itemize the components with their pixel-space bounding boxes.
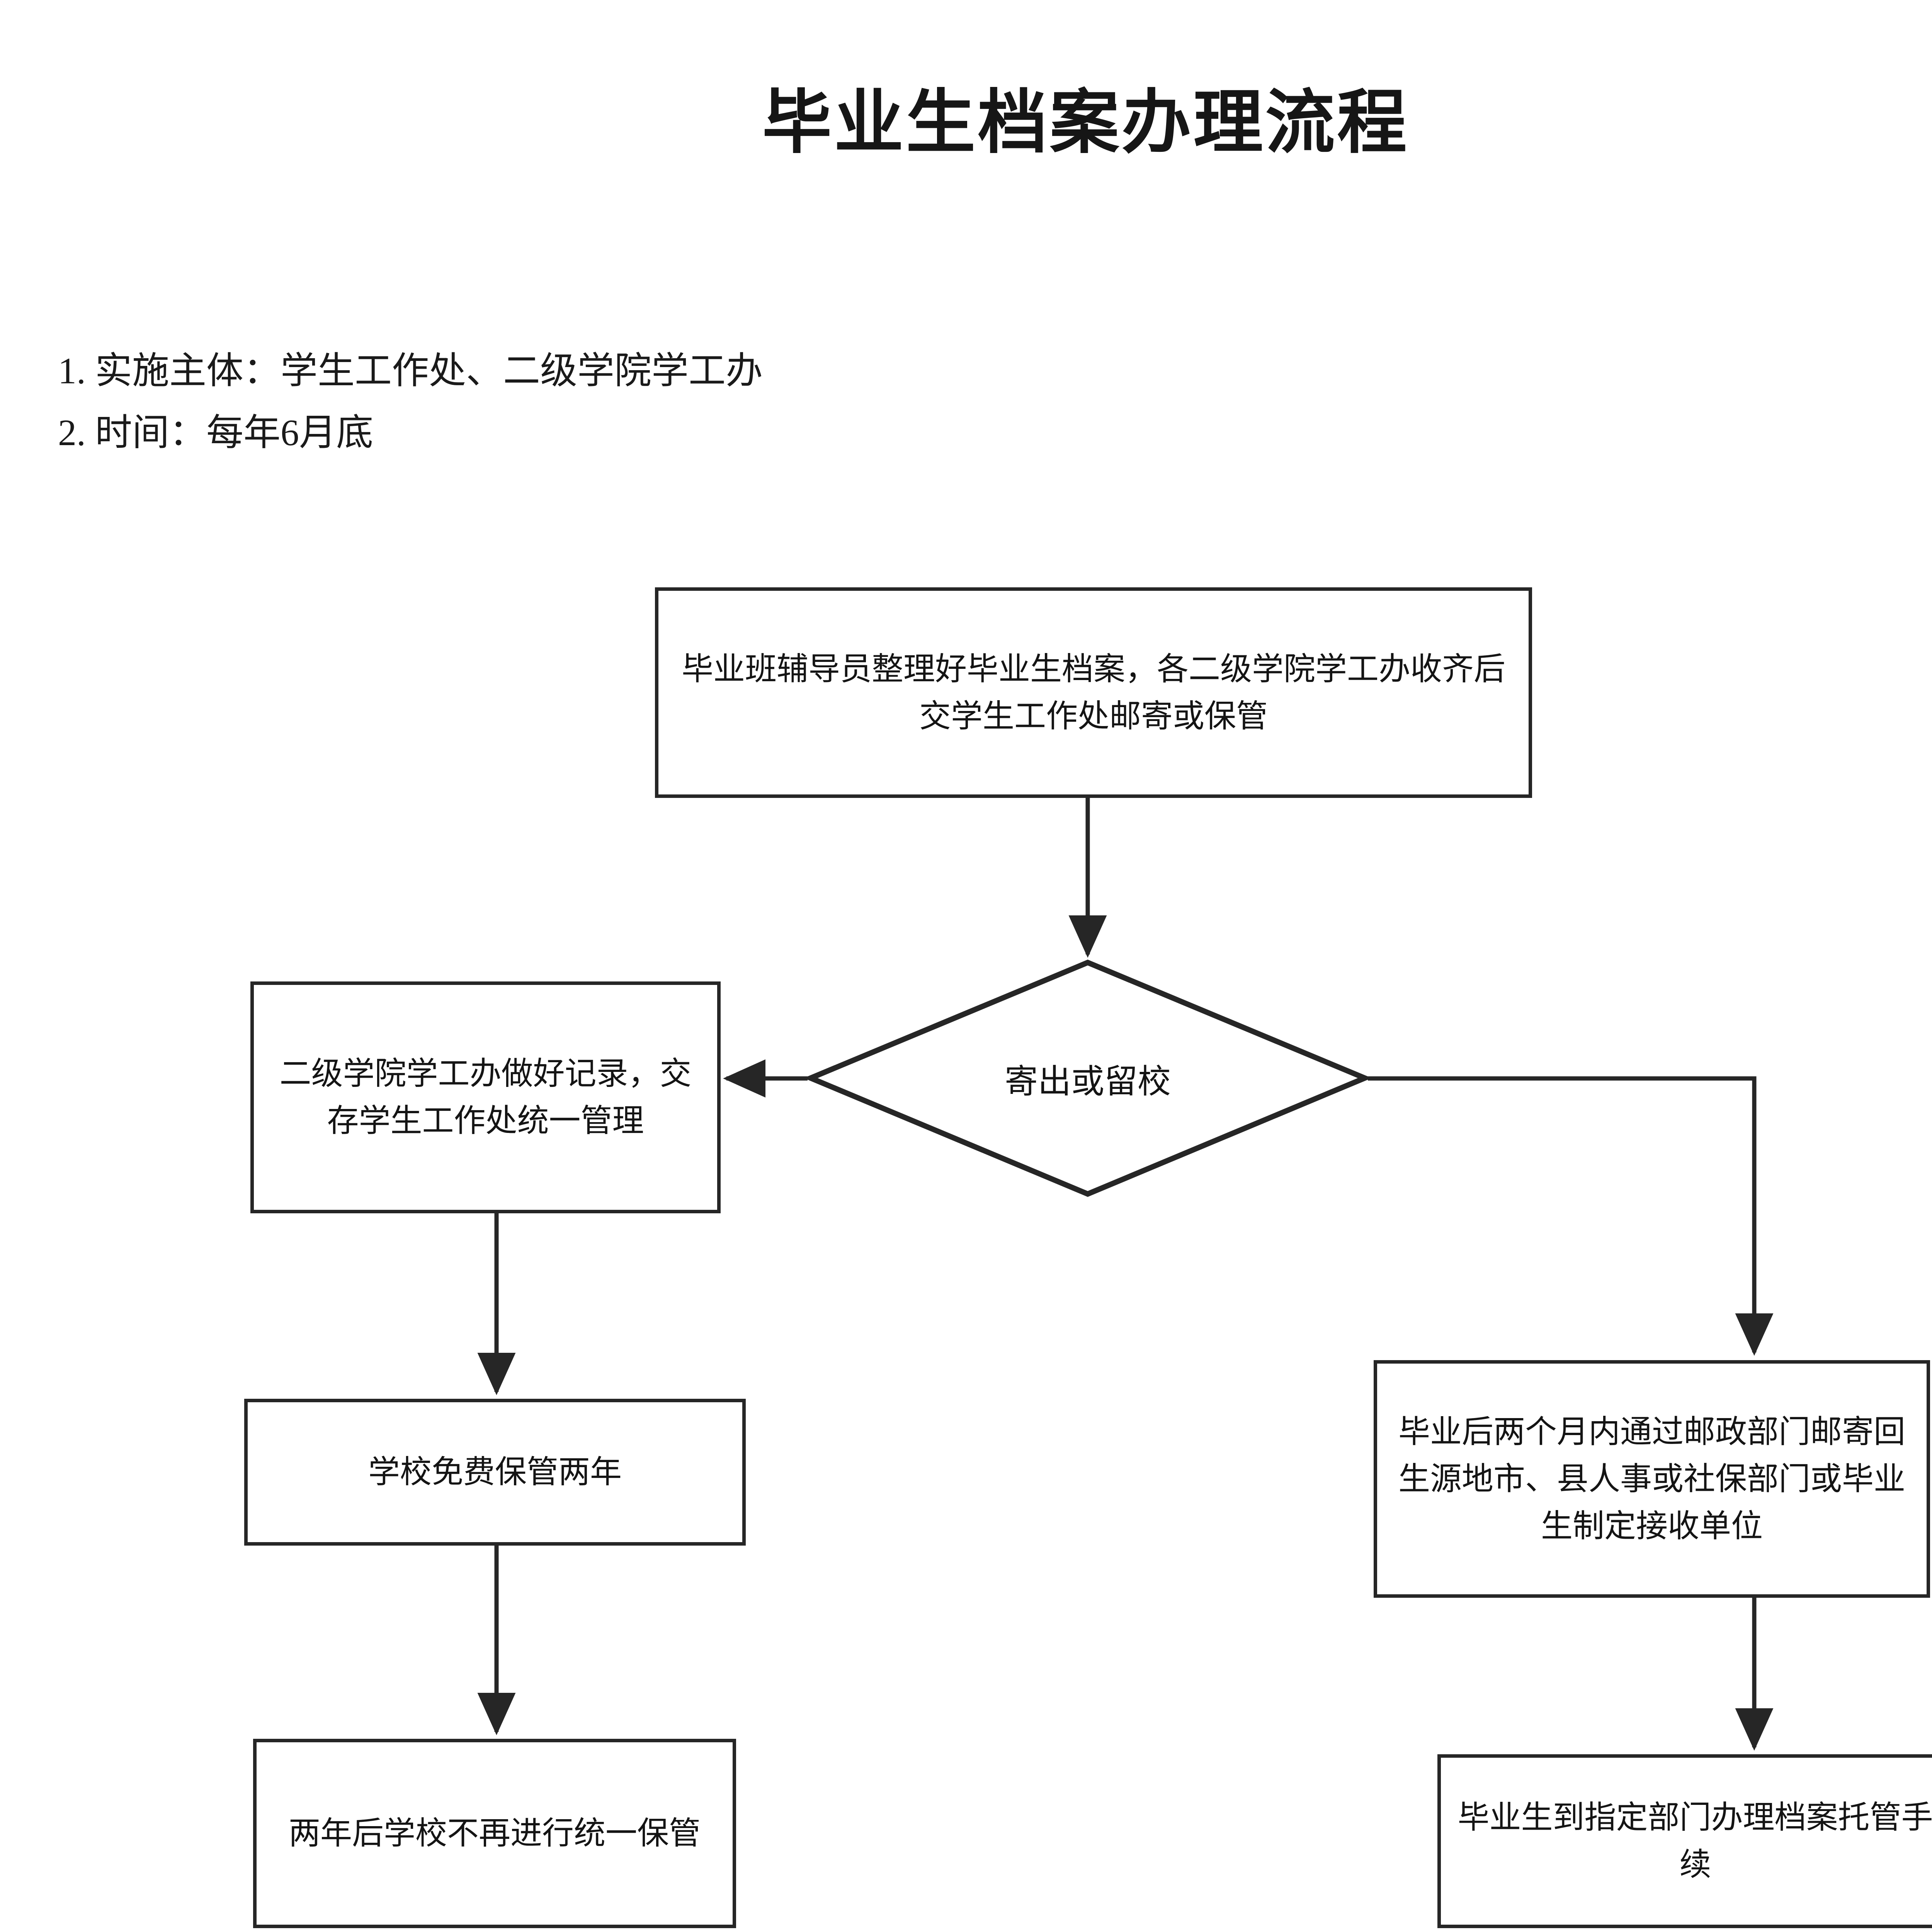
node-free-storage-two-years-label: 学校免费保管两年 (368, 1454, 622, 1490)
page-title: 毕业生档案办理流程 (762, 84, 1409, 162)
node-mail-to-hometown[interactable]: 毕业后两个月内通过邮政部门邮寄回生源地市、县人事或社保部门或毕业生制定接收单位 (1374, 1360, 1930, 1598)
node-decision-send-or-keep-label: 寄出或留校 (1005, 1063, 1171, 1100)
diamond-shape (808, 959, 1368, 1197)
node-mail-to-hometown-label: 毕业后两个月内通过邮政部门邮寄回生源地市、县人事或社保部门或毕业生制定接收单位 (1398, 1414, 1905, 1544)
node-record-and-store[interactable]: 二级学院学工办做好记录，交存学生工作处统一管理 (250, 981, 721, 1213)
node-collect-archives-label: 毕业班辅导员整理好毕业生档案，各二级学院学工办收齐后交学生工作处邮寄或保管 (681, 651, 1505, 734)
note-line-subject: 1. 实施主体：学生工作处、二级学院学工办 (58, 350, 763, 391)
note-line-time: 2. 时间：每年6月底 (58, 412, 373, 453)
node-collect-archives[interactable]: 毕业班辅导员整理好毕业生档案，各二级学院学工办收齐后交学生工作处邮寄或保管 (655, 587, 1532, 798)
node-free-storage-two-years[interactable]: 学校免费保管两年 (244, 1399, 746, 1546)
node-graduate-handover-procedures-label: 毕业生到指定部门办理档案托管手续 (1458, 1800, 1932, 1882)
notes-block: 1. 实施主体：学生工作处、二级学院学工办 2. 时间：每年6月底 (58, 340, 763, 464)
node-graduate-handover-procedures[interactable]: 毕业生到指定部门办理档案托管手续 (1437, 1754, 1932, 1928)
node-after-two-years-no-storage[interactable]: 两年后学校不再进行统一保管 (253, 1739, 736, 1928)
node-decision-send-or-keep[interactable]: 寄出或留校 (808, 959, 1368, 1197)
edge-decision-to-mail (1368, 1076, 1774, 1356)
node-after-two-years-no-storage-label: 两年后学校不再进行统一保管 (288, 1816, 701, 1851)
node-record-and-store-label: 二级学院学工办做好记录，交存学生工作处统一管理 (279, 1056, 692, 1138)
